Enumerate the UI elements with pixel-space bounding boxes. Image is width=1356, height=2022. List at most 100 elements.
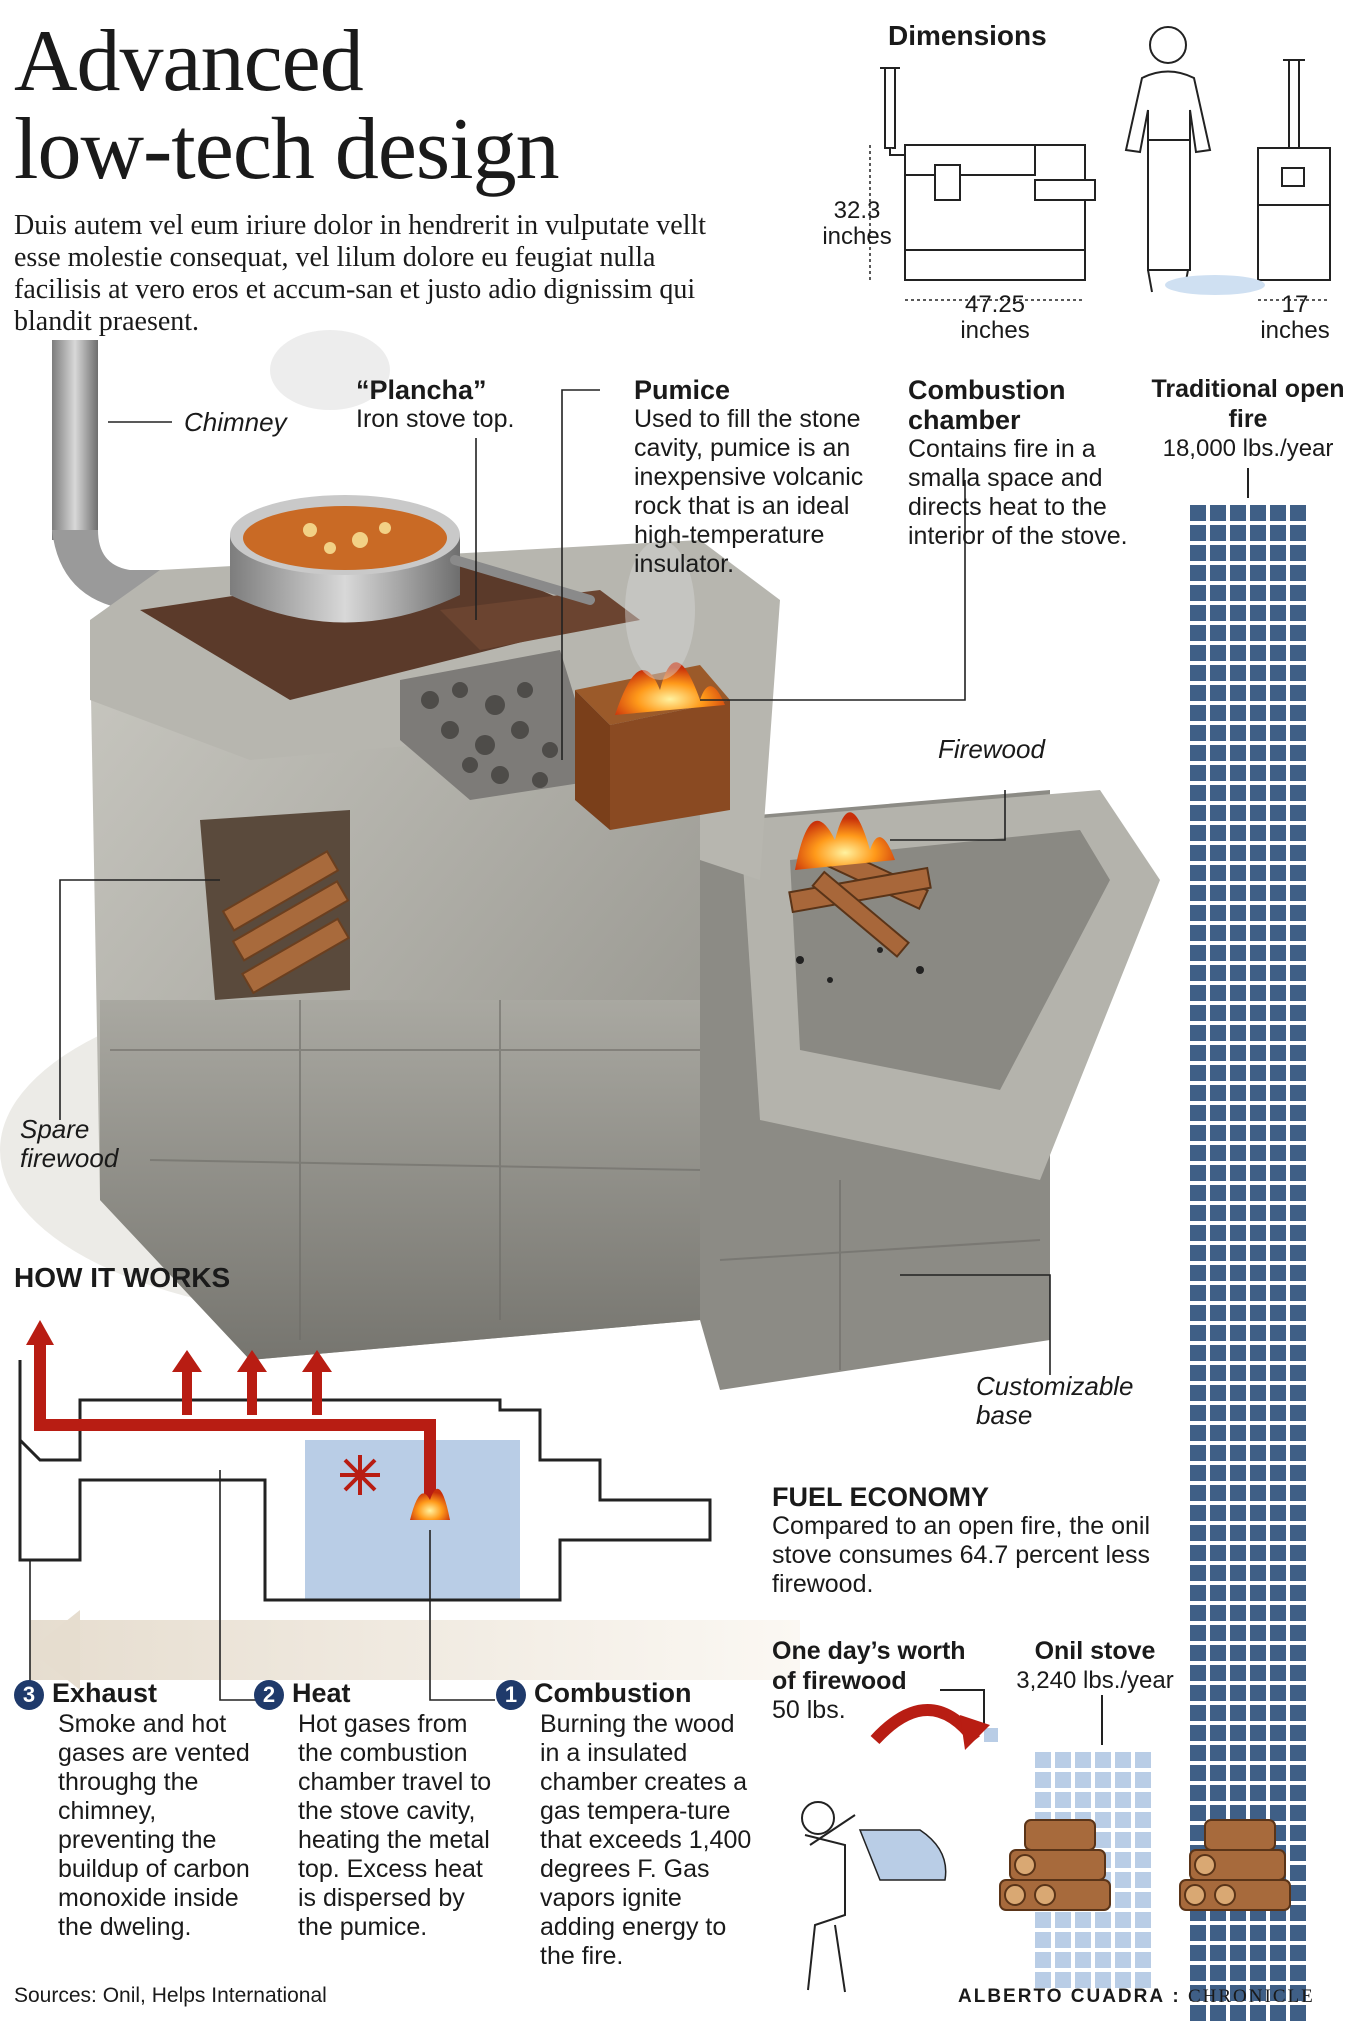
grid-square (1075, 1912, 1091, 1928)
grid-square (1250, 505, 1266, 521)
grid-square (1190, 985, 1206, 1001)
grid-square (1290, 2005, 1306, 2021)
grid-square (1210, 1725, 1226, 1741)
grid-square (1290, 665, 1306, 681)
grid-square (1135, 1972, 1151, 1988)
grid-square (1210, 845, 1226, 861)
grid-square (1210, 2005, 1226, 2021)
grid-square (1190, 825, 1206, 841)
grid-square (1135, 1952, 1151, 1968)
grid-square (1250, 625, 1266, 641)
grid-square (1270, 1405, 1286, 1421)
grid-square (1270, 745, 1286, 761)
grid-square (1190, 1605, 1206, 1621)
grid-square (1270, 1425, 1286, 1441)
grid-square (1190, 1945, 1206, 1961)
grid-square (1115, 1932, 1131, 1948)
grid-square (1230, 765, 1246, 781)
grid-square (1210, 1265, 1226, 1281)
title-line-1: Advanced (14, 13, 364, 110)
grid-square (1210, 1765, 1226, 1781)
grid-square (1230, 1085, 1246, 1101)
width-unit: inches (1260, 317, 1330, 344)
grid-square (1290, 1865, 1306, 1881)
grid-square (1270, 1505, 1286, 1521)
grid-square (1270, 1585, 1286, 1601)
grid-square (1055, 1772, 1071, 1788)
grid-square (1250, 1485, 1266, 1501)
grid-square (1210, 1785, 1226, 1801)
grid-square (1190, 605, 1206, 621)
grid-square (1270, 1005, 1286, 1021)
grid-square (1270, 1445, 1286, 1461)
grid-square (1290, 985, 1306, 1001)
grid-square (1210, 1665, 1226, 1681)
grid-square (1095, 1932, 1111, 1948)
dimension-drawings (880, 26, 1331, 293)
grid-square (1210, 625, 1226, 641)
grid-square (1075, 1972, 1091, 1988)
grid-square (1210, 1145, 1226, 1161)
grid-square (1290, 1065, 1306, 1081)
grid-square (1210, 1205, 1226, 1221)
grid-square (1230, 1225, 1246, 1241)
grid-square (1250, 925, 1266, 941)
traditional-value: 18,000 lbs./year (1162, 435, 1334, 462)
grid-square (1190, 1665, 1206, 1681)
grid-square (1210, 725, 1226, 741)
grid-square (1210, 765, 1226, 781)
grid-square (1230, 825, 1246, 841)
width-dimension: 17 inches (1250, 292, 1340, 344)
grid-square (1290, 1725, 1306, 1741)
pumice-callout: Pumice Used to fill the stone cavity, pu… (634, 375, 896, 579)
grid-square (1190, 1285, 1206, 1301)
grid-square (1190, 1145, 1206, 1161)
grid-square (1210, 1805, 1226, 1821)
grid-square (1290, 845, 1306, 861)
grid-square (1230, 1465, 1246, 1481)
grid-square (1270, 685, 1286, 701)
grid-square (1230, 1165, 1246, 1181)
dimension-guides (869, 145, 1330, 301)
grid-square (1250, 905, 1266, 921)
step-title: Exhaust (52, 1678, 158, 1708)
grid-square (1210, 1025, 1226, 1041)
combustion-body: Contains fire in a smalla space and dire… (908, 435, 1128, 550)
grid-square (1115, 1832, 1131, 1848)
grid-square (1250, 1405, 1266, 1421)
grid-square (1115, 1772, 1131, 1788)
grid-square (1230, 1705, 1246, 1721)
grid-square (1250, 565, 1266, 581)
grid-square (1270, 1105, 1286, 1121)
grid-square (1250, 1265, 1266, 1281)
grid-square (1270, 945, 1286, 961)
customizable-base-label: Customizable base (976, 1371, 1134, 1430)
grid-square (1270, 925, 1286, 941)
grid-square (1250, 1525, 1266, 1541)
grid-square (1190, 1805, 1206, 1821)
grid-square (1270, 1385, 1286, 1401)
grid-square (1270, 1945, 1286, 1961)
grid-square (1210, 1965, 1226, 1981)
grid-square (1250, 1045, 1266, 1061)
grid-square (1250, 1625, 1266, 1641)
onil-stove-callout: Onil stove 3,240 lbs./year (1000, 1636, 1190, 1695)
grid-square (1095, 1972, 1111, 1988)
wood-piles (999, 1819, 1291, 1911)
grid-square (1250, 945, 1266, 961)
grid-square (1250, 525, 1266, 541)
grid-square (1290, 1465, 1306, 1481)
grid-square (1290, 1105, 1306, 1121)
grid-square (1095, 1832, 1111, 1848)
grid-square (1190, 1265, 1206, 1281)
grid-square (1290, 1225, 1306, 1241)
soup-pot (230, 495, 595, 623)
grid-square (1290, 1545, 1306, 1561)
grid-square (1290, 1285, 1306, 1301)
grid-square (1210, 1005, 1226, 1021)
grid-square (1095, 1812, 1111, 1828)
height-value: 32.3 (833, 197, 881, 224)
grid-square (1210, 1085, 1226, 1101)
grid-square (1290, 1965, 1306, 1981)
step-title: Combustion (534, 1678, 692, 1708)
